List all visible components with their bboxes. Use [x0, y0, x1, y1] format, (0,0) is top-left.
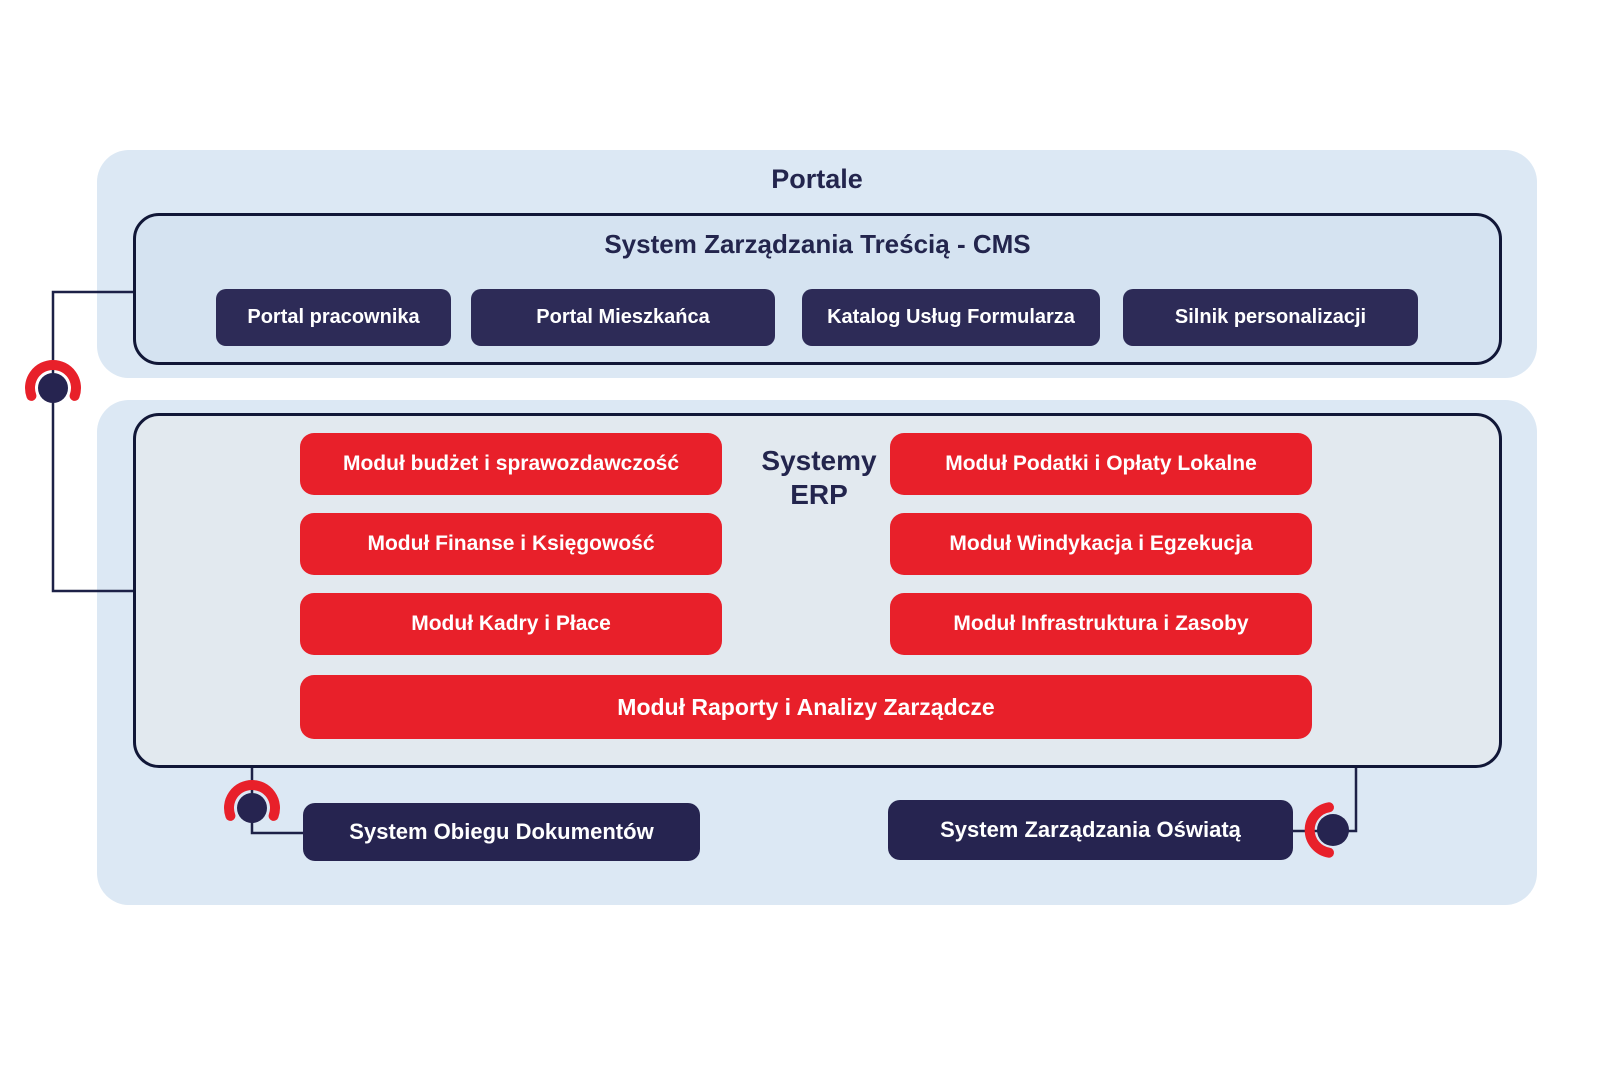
- erp-box: Systemy ERP Moduł budżet i sprawozdawczo…: [133, 413, 1502, 768]
- systems-container: Systemy ERP Moduł budżet i sprawozdawczo…: [97, 400, 1537, 905]
- cms-title: System Zarządzania Treścią - CMS: [604, 229, 1031, 259]
- module-windykacja-egzekucja: Moduł Windykacja i Egzekucja: [890, 513, 1312, 575]
- module-budzet-sprawozdawczosc: Moduł budżet i sprawozdawczość: [300, 433, 722, 495]
- module-kadry-place: Moduł Kadry i Płace: [300, 593, 722, 655]
- cms-box: System Zarządzania Treścią - CMS Portal …: [133, 213, 1502, 365]
- portale-title: Portale: [771, 164, 863, 194]
- connector-node-left: [38, 373, 68, 403]
- erp-title-line2: ERP: [790, 478, 848, 510]
- box-system-obiegu-dokumentow: System Obiegu Dokumentów: [303, 803, 700, 861]
- erp-title-line1: Systemy: [761, 445, 877, 476]
- button-katalog-uslug-formularza: Katalog Usług Formularza: [802, 289, 1100, 346]
- connector-arc-left: [25, 360, 81, 401]
- portale-container: Portale System Zarządzania Treścią - CMS…: [97, 150, 1537, 378]
- button-portal-mieszkanca: Portal Mieszkańca: [471, 289, 775, 346]
- module-finanse-ksiegowosc: Moduł Finanse i Księgowość: [300, 513, 722, 575]
- module-raporty-analizy-zarzadcze: Moduł Raporty i Analizy Zarządcze: [300, 675, 1312, 739]
- module-podatki-oplaty-lokalne: Moduł Podatki i Opłaty Lokalne: [890, 433, 1312, 495]
- box-system-zarzadzania-oswiata: System Zarządzania Oświatą: [888, 800, 1293, 860]
- button-portal-pracownika: Portal pracownika: [216, 289, 451, 346]
- erp-title: Systemy ERP: [734, 444, 904, 511]
- module-infrastruktura-zasoby: Moduł Infrastruktura i Zasoby: [890, 593, 1312, 655]
- button-silnik-personalizacji: Silnik personalizacji: [1123, 289, 1418, 346]
